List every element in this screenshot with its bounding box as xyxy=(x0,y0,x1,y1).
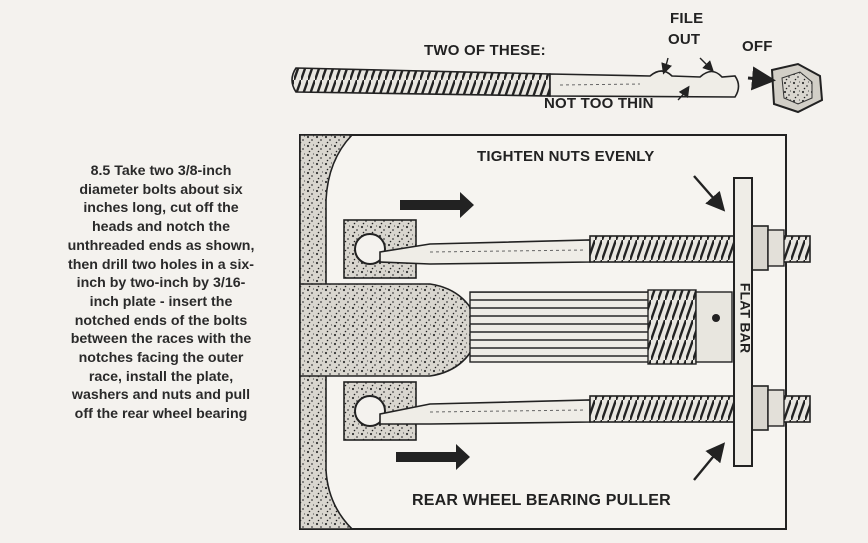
label-not-too-thin: NOT TOO THIN xyxy=(544,95,654,112)
caption-line: between the races with the xyxy=(70,331,252,348)
arrow-file-out-icon xyxy=(661,57,672,75)
label-out: OUT xyxy=(668,31,701,48)
caption-line: notches facing the outer xyxy=(78,350,244,367)
caption-line: unthreaded ends as shown, xyxy=(67,237,255,254)
axle-splines xyxy=(469,291,651,363)
bolt-detail xyxy=(291,67,740,98)
flat-bar-plate xyxy=(733,177,753,467)
arrow-off-icon xyxy=(747,66,776,91)
tighten-arrow-icon xyxy=(693,175,726,212)
caption-line: off the rear wheel bearing xyxy=(74,406,248,423)
pull-arrow-icon xyxy=(400,192,474,218)
tighten-arrow-icon xyxy=(693,442,726,481)
label-rear-wheel-bearing-puller: REAR WHEEL BEARING PULLER xyxy=(412,492,671,509)
label-tighten-nuts-evenly: TIGHTEN NUTS EVENLY xyxy=(477,148,655,165)
label-off: OFF xyxy=(742,38,773,55)
arrow-file-out-icon xyxy=(699,57,714,72)
caption-line: 8.5 Take two 3/8-inch xyxy=(90,163,232,179)
caption-line: inch by two-inch by 3/16- xyxy=(76,275,246,292)
caption-line: inch plate - insert the xyxy=(89,293,233,310)
label-file: FILE xyxy=(670,10,704,27)
cut-off-head xyxy=(770,62,824,114)
caption-line: diameter bolts about six xyxy=(79,181,243,198)
caption-line: then drill two holes in a six- xyxy=(67,256,255,273)
label-two-of-these: TWO OF THESE: xyxy=(424,42,546,59)
caption-line: washers and nuts and pull xyxy=(71,387,251,404)
caption-line: notched ends of the bolts xyxy=(74,312,248,329)
nut-upper xyxy=(751,225,769,271)
arrow-not-too-thin-icon xyxy=(677,85,690,101)
label-flat-bar: FLAT BAR xyxy=(737,282,754,354)
nut-lower xyxy=(751,385,769,431)
caption-line: inches long, cut off the xyxy=(83,200,239,217)
caption-line: heads and notch the xyxy=(92,219,230,236)
axle-shaft xyxy=(299,283,481,377)
caption-line: race, install the plate, xyxy=(88,368,234,385)
figure-caption: 8.5 Take two 3/8-inch diameter bolts abo… xyxy=(30,162,292,424)
pull-arrow-icon xyxy=(396,444,470,470)
